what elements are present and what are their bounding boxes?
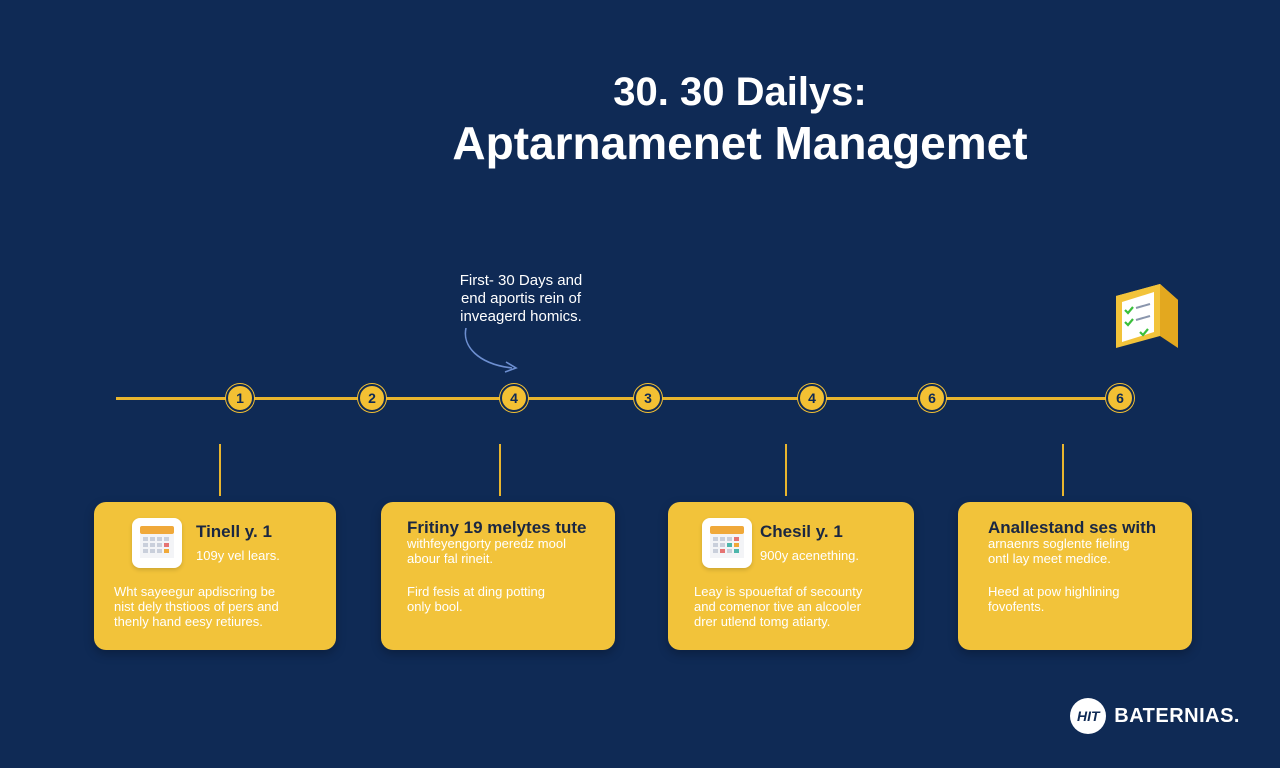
card-subtitle: withfeyengorty peredz mool abour fal rin… bbox=[407, 536, 566, 566]
card-body-line: Wht sayeegur apdiscring be bbox=[114, 584, 276, 599]
calendar-icon bbox=[132, 518, 182, 568]
card-subtitle: arnaenrs soglente fieling ontl lay meet … bbox=[988, 536, 1130, 566]
checklist-icon bbox=[1116, 284, 1178, 348]
timeline-annotation: First- 30 Days and end aportis rein of i… bbox=[436, 272, 606, 326]
card-body: Leay is spoueftaf of secounty and comeno… bbox=[694, 584, 904, 629]
timeline-connector bbox=[219, 444, 221, 496]
timeline-connector bbox=[1062, 444, 1064, 496]
timeline-connector bbox=[499, 444, 501, 496]
timeline-card-2: Fritiny 19 melytes tute withfeyengorty p… bbox=[381, 502, 615, 650]
timeline-marker-3: 4 bbox=[500, 384, 528, 412]
timeline-card-1: Tinell y. 1 109y vel lears. Wht sayeegur… bbox=[94, 502, 336, 650]
annotation-line-3: inveagerd homics. bbox=[460, 308, 582, 325]
card-body: Heed at pow highlining fovofents. bbox=[988, 584, 1184, 614]
timeline-marker-7: 6 bbox=[1106, 384, 1134, 412]
card-body-line: Leay is spoueftaf of secounty bbox=[694, 584, 863, 599]
card-subtitle: 109y vel lears. bbox=[196, 548, 280, 563]
annotation-line-1: First- 30 Days and bbox=[459, 272, 583, 289]
timeline-marker-2: 2 bbox=[358, 384, 386, 412]
card-body-line: fovofents. bbox=[988, 599, 1045, 614]
card-body-line: Fird fesis at ding potting bbox=[407, 584, 546, 599]
page-title-line-1: 30. 30 Dailys: bbox=[613, 70, 867, 114]
timeline-card-4: Anallestand ses with arnaenrs soglente f… bbox=[958, 502, 1192, 650]
brand-logo: HIT BATERNIAS. bbox=[1070, 698, 1240, 734]
curved-arrow-icon bbox=[464, 327, 518, 373]
card-body-line: thenly hand eesy retiures. bbox=[114, 614, 263, 629]
card-subtitle-line: ontl lay meet medice. bbox=[988, 551, 1111, 566]
card-title: Tinell y. 1 bbox=[196, 522, 272, 541]
card-body-line: and comenor tive an alcooler bbox=[694, 599, 861, 614]
card-body-line: Heed at pow highlining bbox=[988, 584, 1120, 599]
timeline-connector bbox=[785, 444, 787, 496]
calendar-icon bbox=[702, 518, 752, 568]
timeline-marker-6: 6 bbox=[918, 384, 946, 412]
timeline-card-3: Chesil y. 1 900y acenething. Leay is spo… bbox=[668, 502, 914, 650]
brand-mark-icon: HIT bbox=[1070, 698, 1107, 734]
timeline-line bbox=[116, 397, 1132, 400]
timeline-marker-4: 3 bbox=[634, 384, 662, 412]
card-body: Fird fesis at ding potting only bool. bbox=[407, 584, 607, 614]
timeline-marker-1: 1 bbox=[226, 384, 254, 412]
card-title: Chesil y. 1 bbox=[760, 522, 843, 541]
card-subtitle: 900y acenething. bbox=[760, 548, 860, 563]
page-title-line-2: Aptarnamenet Managemet bbox=[452, 117, 1028, 169]
card-body-line: nist dely thstioos of pers and bbox=[114, 599, 279, 614]
card-body: Wht sayeegur apdiscring be nist dely ths… bbox=[114, 584, 324, 629]
card-body-line: only bool. bbox=[407, 599, 463, 614]
card-subtitle-line: arnaenrs soglente fieling bbox=[988, 536, 1130, 551]
brand-name: BATERNIAS. bbox=[1114, 704, 1240, 727]
card-title: Anallestand ses with bbox=[988, 518, 1157, 537]
card-title: Fritiny 19 melytes tute bbox=[407, 518, 587, 537]
annotation-line-2: end aportis rein of bbox=[460, 290, 582, 307]
card-body-line: drer utlend tomg atiarty. bbox=[694, 614, 831, 629]
card-subtitle-line: abour fal rineit. bbox=[407, 551, 493, 566]
card-subtitle-line: withfeyengorty peredz mool bbox=[407, 536, 566, 551]
timeline-marker-5: 4 bbox=[798, 384, 826, 412]
